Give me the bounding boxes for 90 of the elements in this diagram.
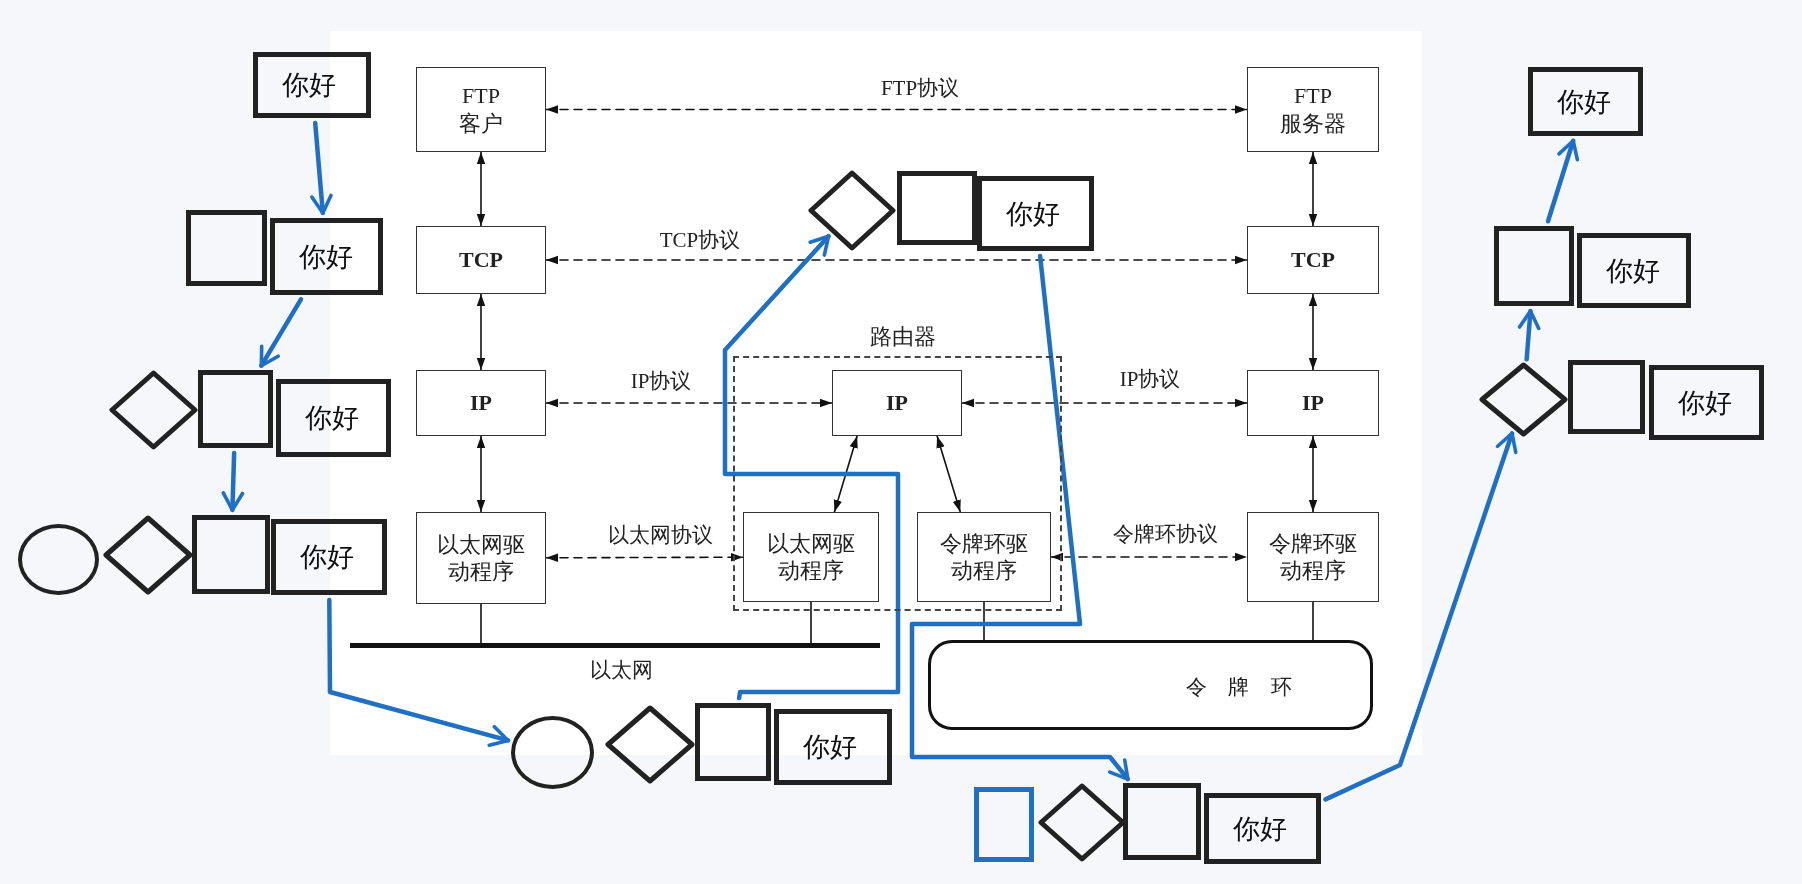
- arrow: [833, 435, 858, 513]
- packet-text-box: [1577, 233, 1691, 308]
- arrow: [310, 120, 333, 216]
- greeting-text: 你好: [1557, 84, 1611, 119]
- empty-diamond: [1479, 362, 1568, 437]
- arrow: [476, 293, 486, 371]
- arrow: [909, 253, 1131, 782]
- layer-box: [1247, 67, 1379, 152]
- bus-label: 以太网: [590, 657, 653, 684]
- box-text: TCP: [1291, 246, 1335, 274]
- empty-circle: [511, 716, 594, 789]
- box-text: FTP 客户: [458, 82, 504, 137]
- empty-square: [1494, 226, 1574, 306]
- box-text: FTP 服务器: [1279, 82, 1347, 137]
- arrow: [961, 398, 1248, 408]
- packet-text-box: [276, 379, 391, 457]
- arrow: [1517, 308, 1541, 362]
- layer-box: [416, 370, 546, 436]
- arrow: [476, 435, 486, 513]
- arrow: [476, 151, 486, 227]
- greeting-text: 你好: [299, 239, 353, 274]
- arrow: [545, 255, 1248, 265]
- greeting-text: 你好: [1678, 385, 1732, 420]
- empty-square: [186, 210, 267, 286]
- box-text: 令牌环驱动程序: [1268, 529, 1358, 585]
- box-text: 以太网驱动程序: [766, 529, 856, 585]
- arrow: [936, 435, 962, 513]
- greeting-text: 你好: [1606, 253, 1660, 288]
- layer-box: [416, 67, 546, 152]
- packet-text-box: [1649, 365, 1764, 440]
- packet-text-box: [977, 176, 1094, 251]
- connector-line: [1312, 601, 1314, 641]
- packet-text-box: [253, 52, 371, 118]
- box-text: IP: [470, 389, 492, 417]
- empty-square: [695, 703, 771, 781]
- box-text: 令牌环驱动程序: [939, 529, 1029, 585]
- packet-text-box: [1204, 793, 1321, 864]
- layer-box: [416, 512, 546, 604]
- layer-box: [832, 370, 962, 436]
- layer-box: [1247, 370, 1379, 436]
- packet-text-box: [270, 218, 383, 295]
- packet-text-box: [774, 709, 892, 785]
- layer-box: [1247, 226, 1379, 294]
- arrow: [722, 234, 901, 701]
- arrow: [545, 105, 1248, 114]
- connector-line: [983, 601, 985, 641]
- arrow: [1545, 138, 1580, 224]
- arrow: [1050, 552, 1248, 562]
- layer-box: [917, 512, 1051, 602]
- layer-box: [1247, 512, 1379, 602]
- empty-square: [897, 171, 977, 245]
- empty-diamond: [109, 370, 198, 450]
- arrow: [259, 297, 304, 368]
- empty-diamond: [605, 705, 695, 784]
- box-text: 以太网驱动程序: [436, 530, 526, 586]
- empty-square: [1123, 783, 1201, 860]
- arrow: [1323, 431, 1518, 802]
- greeting-text: 你好: [305, 401, 359, 435]
- connector-line: [810, 601, 812, 644]
- empty-diamond: [103, 515, 193, 595]
- arrow: [1308, 151, 1318, 227]
- greeting-text: 你好: [300, 540, 354, 574]
- greeting-text: 你好: [1233, 811, 1287, 846]
- empty-circle: [18, 524, 99, 595]
- arrow: [545, 553, 744, 562]
- empty-rectangle: [974, 787, 1034, 862]
- empty-square: [198, 370, 273, 448]
- arrow: [545, 398, 833, 408]
- empty-diamond: [808, 170, 896, 251]
- layer-box: [416, 226, 546, 294]
- connector-line: [480, 603, 482, 644]
- empty-diamond: [1038, 783, 1126, 862]
- arrow: [327, 597, 511, 748]
- greeting-text: 你好: [282, 68, 336, 102]
- token-ring-shape: [928, 640, 1373, 730]
- arrow: [221, 450, 245, 513]
- arrow: [1308, 435, 1318, 513]
- box-text: IP: [886, 389, 908, 417]
- packet-text-box: [1528, 67, 1643, 136]
- router-label: 路由器: [870, 323, 936, 351]
- ring-label: 令 牌 环: [1186, 674, 1292, 701]
- box-text: TCP: [459, 246, 503, 274]
- layer-box: [743, 512, 879, 602]
- box-text: IP: [1302, 389, 1324, 417]
- greeting-text: 你好: [803, 730, 857, 764]
- empty-square: [192, 515, 270, 594]
- empty-square: [1568, 360, 1645, 434]
- greeting-text: 你好: [1006, 196, 1060, 231]
- packet-text-box: [271, 519, 387, 595]
- arrow: [1308, 293, 1318, 371]
